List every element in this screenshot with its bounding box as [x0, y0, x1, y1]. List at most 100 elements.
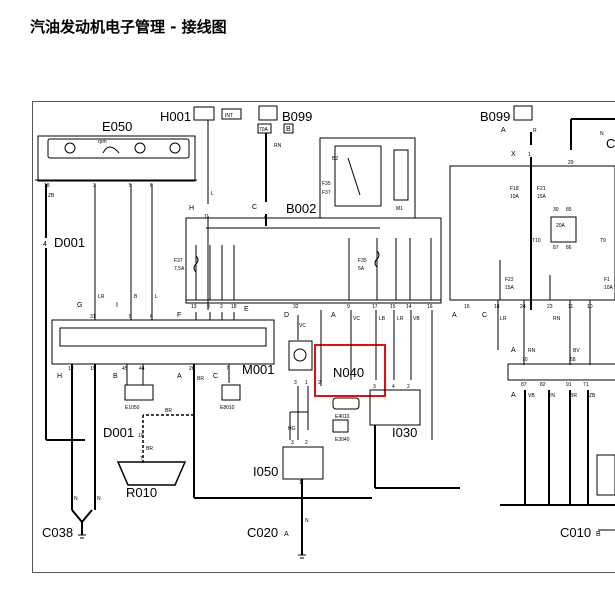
connector-c-right: C — [482, 312, 487, 319]
fuse-f18-rating: 10A — [510, 194, 520, 200]
inset-diagram — [319, 137, 416, 219]
pin-right-29: 29 — [568, 160, 574, 166]
relay-t9: T9 — [600, 238, 606, 244]
wire-r: R — [533, 128, 537, 134]
pin-b099: A — [264, 214, 268, 220]
connector-b-top: B — [286, 126, 291, 133]
wire-br-4: BR — [570, 393, 577, 399]
int-label: INT — [225, 113, 233, 119]
connector-7: 7 — [140, 456, 143, 462]
pin-b002-32: 32 — [293, 304, 299, 310]
pin-i050-2: 2 — [305, 440, 308, 446]
n040-highlight — [314, 344, 386, 397]
b099-rating: 70A — [259, 127, 269, 133]
int-label-box — [221, 108, 242, 120]
connector-10: 10 — [138, 433, 144, 439]
pin-m001-26: 26 — [189, 366, 195, 372]
pin-right-1: 1 — [528, 152, 531, 158]
fuse-f21-rating: 15A — [537, 194, 547, 200]
connector-x: X — [511, 151, 516, 158]
gauge-icon — [64, 142, 76, 154]
e4010-lamp-icon — [332, 397, 360, 410]
pin-m001-10: 10 — [68, 366, 74, 372]
pin-right-71: 71 — [583, 382, 589, 388]
wire-n-3: N — [305, 518, 309, 524]
m001-ecu — [51, 319, 275, 365]
wire-l: L — [211, 191, 214, 197]
fuse-f1-rating: 10A — [604, 285, 614, 291]
right-ecu — [507, 363, 615, 381]
wire-b-1: B — [134, 294, 138, 300]
wire-lr: LR — [98, 294, 105, 300]
pin-b002-14: 14 — [406, 304, 412, 310]
pin-m001-7: 7 — [226, 366, 229, 372]
e050-box — [37, 135, 196, 182]
tachometer-icon — [102, 146, 120, 154]
pin-i030-1: 1 — [373, 427, 376, 433]
wire-vn: VN — [548, 393, 555, 399]
fuse-f22-label: F22 — [505, 277, 514, 283]
pin-i030-4: 4 — [392, 384, 395, 390]
pin-n040-1: 1 — [305, 380, 308, 386]
fuse-f37-rating: 7,5A — [174, 266, 185, 272]
connector-d: D — [284, 312, 289, 319]
b099-right-label: B099 — [480, 109, 510, 124]
pin-right-30: 30 — [553, 207, 559, 213]
pin-right-85: 85 — [566, 207, 572, 213]
wire-rn-3: RN — [528, 348, 536, 354]
pin-e050-6: 6 — [150, 183, 153, 189]
pin-right-10: 10 — [587, 304, 593, 310]
pin-right-18: 18 — [494, 304, 500, 310]
wire-hg: HG — [288, 426, 296, 432]
pin-b002-9: 9 — [207, 304, 210, 310]
pin-b002-9b: 9 — [347, 304, 350, 310]
d001-mid-label: D001 — [103, 425, 134, 440]
i030-switch — [369, 389, 421, 426]
c038-label: C038 — [42, 525, 73, 540]
fuse-f18-label: F18 — [510, 186, 519, 192]
right-fusebox — [449, 165, 615, 301]
inset-f35: F35 — [322, 181, 331, 187]
connector-4: 4 — [43, 241, 47, 248]
relay-box — [550, 216, 577, 243]
connector-a-n040: A — [331, 312, 336, 319]
fuse-f35-label: F35 — [358, 258, 367, 264]
c010-label: C010 — [560, 525, 591, 540]
pin-right-24: 24 — [520, 304, 526, 310]
m001-label: M001 — [242, 362, 275, 377]
diagram-frame — [32, 101, 615, 573]
pin-right-82: 82 — [540, 382, 546, 388]
pin-m001-19: 19 — [90, 366, 96, 372]
pin-e050-18: 18 — [44, 183, 50, 189]
warning-lamp-icon — [169, 142, 181, 154]
e050-dials — [47, 138, 190, 159]
pin-m001-5: 5 — [129, 314, 132, 320]
pin-m001-44: 44 — [139, 366, 145, 372]
pin-b002-13: 13 — [191, 304, 197, 310]
fuse-f37-label: F37 — [174, 258, 183, 264]
e8010-label: E8010 — [220, 405, 235, 411]
pin-right-87b: 87 — [521, 382, 527, 388]
gauge-icon — [134, 142, 146, 154]
relay-t10: T10 — [532, 238, 541, 244]
wire-vc-2: VC — [353, 316, 360, 322]
inset-f37: F37 — [322, 190, 331, 196]
wire-lr-3: LR — [500, 316, 507, 322]
e4010-label: E4010 — [335, 414, 350, 420]
h001-switch — [193, 106, 215, 121]
wire-bv: BV — [573, 348, 580, 354]
b002-label: B002 — [286, 201, 316, 216]
connector-a-b099r: A — [501, 127, 506, 134]
connector-a-m001: A — [177, 373, 182, 380]
n040-label: N040 — [333, 365, 364, 380]
pin-i030-3: 3 — [373, 384, 376, 390]
e1050-label: E1050 — [125, 405, 140, 411]
b099-battery-icon — [258, 105, 278, 121]
fuse-f22-rating: 15A — [505, 285, 515, 291]
connector-a-right: A — [452, 312, 457, 319]
connector-a-right3: A — [511, 392, 516, 399]
connector-h-m001: H — [57, 373, 62, 380]
connector-e: E — [244, 306, 249, 313]
right-switch — [596, 454, 615, 496]
